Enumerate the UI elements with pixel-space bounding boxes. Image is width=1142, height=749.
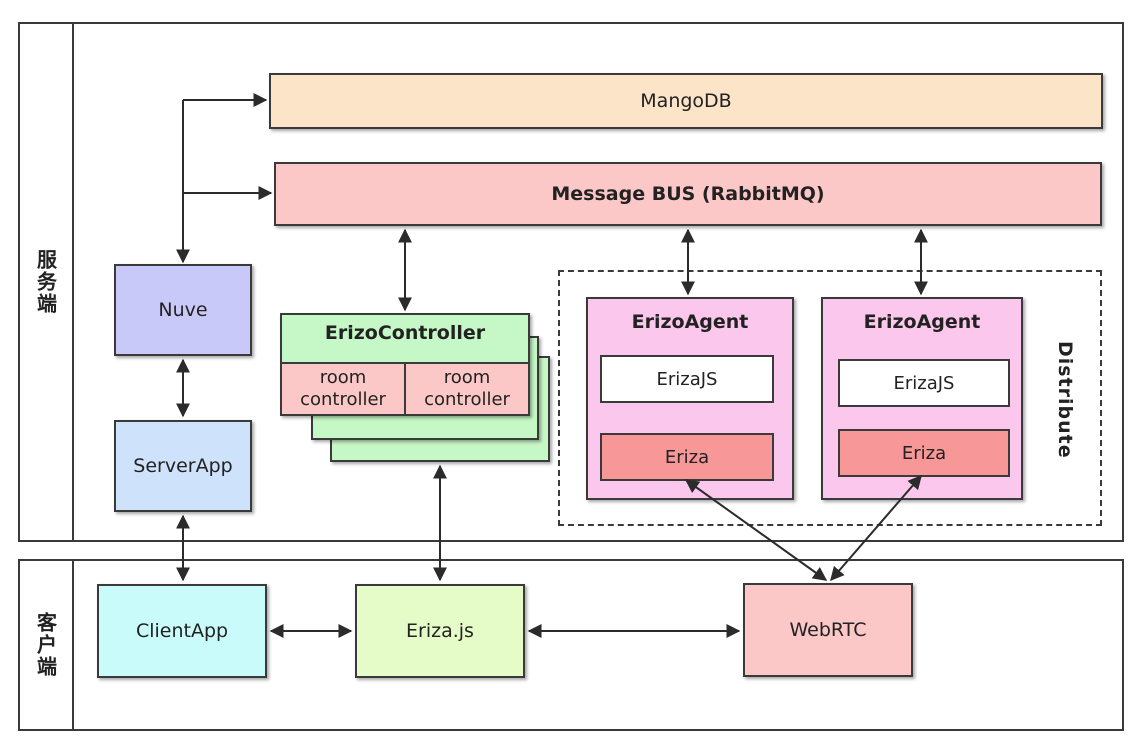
mangodb-box[interactable]: MangoDB: [269, 73, 1103, 129]
erizajs-1-label: ErizaJS: [656, 368, 718, 390]
clientapp-box[interactable]: ClientApp: [97, 584, 267, 678]
eriza-1-box[interactable]: Eriza: [600, 433, 774, 481]
erizo-controller-box[interactable]: ErizoController room controller room con…: [280, 313, 530, 416]
erizo-controller-title: ErizoController: [324, 322, 486, 344]
eriza-2-webrtc-arrow: [830, 474, 922, 582]
erizajs-2-label: ErizaJS: [893, 372, 955, 394]
webrtc-box[interactable]: WebRTC: [743, 583, 913, 677]
server-lane-divider: [72, 24, 74, 540]
serverapp-label: ServerApp: [133, 455, 233, 477]
eriza-1-label: Eriza: [664, 446, 710, 468]
client-lane-label: 客户端: [33, 612, 58, 678]
room-controller-left-label: room controller: [300, 367, 386, 410]
erizo-agent-2-box[interactable]: ErizoAgent ErizaJS Eriza: [821, 297, 1023, 500]
eriza-js-client-label: Eriza.js: [406, 620, 474, 642]
serverapp-box[interactable]: ServerApp: [114, 420, 252, 512]
room-controller-right-label: room controller: [424, 367, 510, 410]
room-controller-right[interactable]: room controller: [406, 362, 528, 414]
message-bus-label: Message BUS (RabbitMQ): [551, 183, 825, 205]
server-lane-label: 服务端: [33, 249, 58, 315]
distribute-label: Distribute: [1054, 341, 1076, 459]
nuve-box[interactable]: Nuve: [114, 264, 252, 356]
eriza-1-webrtc-arrow: [684, 479, 828, 581]
eriza-js-client-box[interactable]: Eriza.js: [355, 584, 525, 678]
erizajs-2-box[interactable]: ErizaJS: [838, 359, 1010, 407]
client-lane: 客户端: [18, 559, 1124, 731]
distribute-group: [558, 270, 1102, 526]
erizajs-1-box[interactable]: ErizaJS: [600, 355, 774, 403]
clientapp-label: ClientApp: [135, 620, 229, 642]
eriza-2-box[interactable]: Eriza: [838, 429, 1010, 477]
message-bus-box[interactable]: Message BUS (RabbitMQ): [274, 162, 1102, 226]
erizo-agent-1-title: ErizoAgent: [631, 311, 749, 333]
server-lane: 服务端: [18, 22, 1124, 542]
erizo-agent-2-title: ErizoAgent: [863, 311, 981, 333]
eriza-2-label: Eriza: [901, 442, 947, 464]
nuve-label: Nuve: [158, 299, 208, 321]
erizo-agent-1-box[interactable]: ErizoAgent ErizaJS Eriza: [586, 297, 794, 500]
room-controller-left[interactable]: room controller: [282, 362, 406, 414]
mangodb-label: MangoDB: [640, 90, 732, 112]
client-lane-divider: [72, 561, 74, 729]
webrtc-label: WebRTC: [789, 619, 867, 641]
